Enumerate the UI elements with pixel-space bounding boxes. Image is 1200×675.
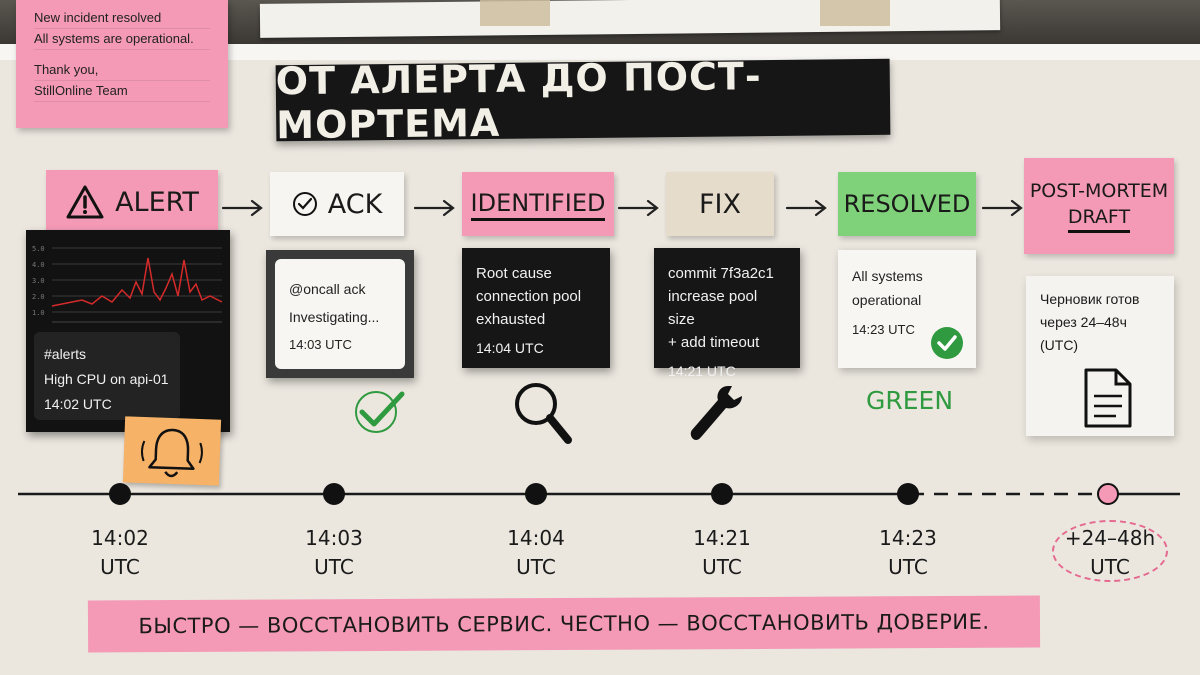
timeline-dot-pink (1097, 483, 1119, 505)
wrench-icon (690, 386, 742, 440)
magnifier-icon (515, 383, 572, 444)
tape-strip (480, 0, 550, 26)
axis-tick: 3.0 (32, 277, 45, 285)
email-gap (34, 50, 210, 60)
card-line: operational (852, 292, 922, 308)
timeline-unit: UTC (100, 555, 140, 579)
stage-label: RESOLVED (843, 190, 971, 218)
stage-alert: ALERT (46, 170, 218, 234)
ack-card: @oncall ack Investigating... 14:03 UTC (275, 259, 405, 369)
document-icon (1084, 368, 1132, 428)
slack-time: 14:02 UTC (44, 396, 112, 412)
axis-tick: 4.0 (32, 261, 45, 269)
timeline-time: 14:03 (305, 526, 363, 550)
timeline-time: 14:04 (507, 526, 565, 550)
timeline-unit: UTC (702, 555, 742, 579)
stage-label: ALERT (115, 186, 199, 218)
timeline-unit: UTC (1090, 555, 1130, 579)
timeline-label: +24–48h UTC (1055, 524, 1165, 582)
card-line: через 24–48ч (1040, 314, 1127, 330)
timeline-label: 14:23 UTC (853, 524, 963, 582)
email-line: All systems are operational. (34, 29, 210, 50)
stage-label: IDENTIFIED (470, 188, 606, 221)
stage-label: FIX (699, 188, 741, 220)
white-band (0, 44, 1200, 60)
arrow-right-icon (981, 199, 1023, 217)
timeline-unit: UTC (314, 555, 354, 579)
card-line: + add timeout (668, 334, 760, 351)
green-label: GREEN (866, 386, 954, 415)
timeline-unit: UTC (888, 555, 928, 579)
post-mortem-card: Черновик готов через 24–48ч (UTC) (1026, 276, 1174, 436)
stage-label: ACK (327, 188, 383, 220)
title-banner: ОТ АЛЕРТА ДО ПОСТ-МОРТЕМА (276, 54, 891, 147)
card-line: increase pool size (668, 288, 758, 328)
stage-fix: FIX (666, 172, 774, 236)
email-line: Thank you, (34, 60, 210, 81)
stage-identified: IDENTIFIED (462, 172, 614, 236)
axis-tick: 2.0 (32, 293, 45, 301)
ack-time: 14:03 UTC (289, 337, 352, 352)
timeline-dot (897, 483, 919, 505)
email-line: New incident resolved (34, 8, 210, 29)
card-line: (UTC) (1040, 337, 1079, 353)
cpu-line (51, 257, 223, 307)
timeline-time: 14:02 (91, 526, 149, 550)
stage-post-mortem: POST-MORTEM DRAFT (1024, 158, 1174, 254)
card-line: exhausted (476, 311, 546, 328)
timeline-label: 14:04 UTC (481, 524, 591, 582)
arrow-right-icon (785, 199, 827, 217)
stage-resolved: RESOLVED (838, 172, 976, 236)
slack-channel: #alerts (44, 346, 87, 362)
slack-text: High CPU on api-01 (44, 371, 169, 387)
arrow-right-icon (221, 199, 263, 217)
tape-strip (820, 0, 890, 26)
stage-label: DRAFT (1067, 204, 1131, 233)
slack-alert-message: #alerts High CPU on api-01 14:02 UTC (34, 332, 180, 420)
warning-icon (66, 185, 104, 219)
axis-tick: 1.0 (32, 309, 45, 317)
bell-sticky-note (122, 416, 222, 486)
timeline-label: 14:21 UTC (667, 524, 777, 582)
highlight-oval (1052, 520, 1168, 582)
card-line: Черновик готов (1040, 291, 1140, 307)
check-circle-icon (292, 192, 317, 216)
email-sticky-note: New incident resolved All systems are op… (16, 0, 228, 128)
card-line: Root cause (476, 265, 552, 282)
timeline-label: 14:03 UTC (279, 524, 389, 582)
arrow-right-icon (617, 199, 659, 217)
card-time: 14:23 UTC (852, 322, 915, 337)
green-check-icon (931, 327, 963, 359)
slogan-text: БЫСТРО — ВОССТАНОВИТЬ СЕРВИС. ЧЕСТНО — В… (138, 609, 990, 639)
timeline-time: 14:21 (693, 526, 751, 550)
timeline-time: +24–48h (1064, 526, 1156, 550)
checkmark-icon (355, 391, 405, 433)
card-line: commit 7f3a2c1 (668, 265, 774, 282)
slogan-banner: БЫСТРО — ВОССТАНОВИТЬ СЕРВИС. ЧЕСТНО — В… (87, 595, 1041, 653)
timeline-time: 14:23 (879, 526, 937, 550)
timeline-dot (109, 483, 131, 505)
card-time: 14:04 UTC (476, 340, 544, 356)
bell-icon (140, 428, 203, 478)
card-line: connection pool (476, 288, 582, 305)
email-line: StillOnline Team (34, 81, 210, 102)
timeline-label: 14:02 UTC (65, 524, 175, 582)
timeline-dot (711, 483, 733, 505)
timeline-dot (323, 483, 345, 505)
card-line: All systems (852, 268, 923, 284)
stage-ack: ACK (270, 172, 404, 236)
timeline-line (18, 483, 1180, 505)
ack-line: @oncall ack (289, 281, 366, 297)
stage-label: POST-MORTEM (1029, 179, 1169, 202)
card-time: 14:21 UTC (668, 363, 736, 379)
timeline-dot (525, 483, 547, 505)
identified-card: Root cause connection pool exhausted 14:… (462, 248, 610, 368)
arrow-right-icon (413, 199, 455, 217)
timeline-unit: UTC (516, 555, 556, 579)
page-title: ОТ АЛЕРТА ДО ПОСТ-МОРТЕМА (275, 54, 762, 148)
ack-line: Investigating... (289, 309, 380, 325)
cpu-graph: 5.0 4.0 3.0 2.0 1.0 (32, 245, 223, 323)
fix-card: commit 7f3a2c1 increase pool size + add … (654, 248, 800, 379)
axis-tick: 5.0 (32, 245, 45, 253)
